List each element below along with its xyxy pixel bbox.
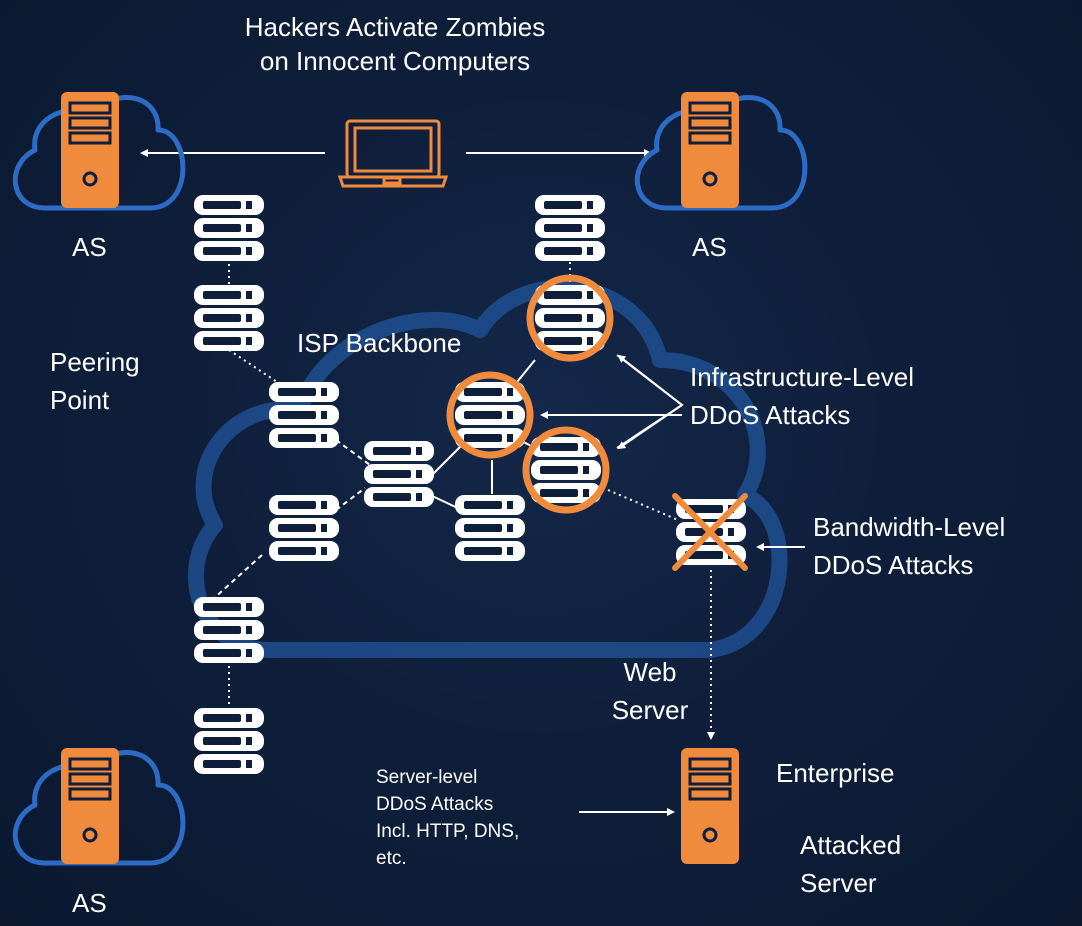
title-line-2: on Innocent Computers (259, 46, 531, 76)
enterprise-label: Enterprise (776, 758, 895, 788)
server-rack-icon (455, 382, 525, 448)
server-level-label: Server-level DDoS Attacks Incl. HTTP, DN… (376, 764, 519, 872)
laptop-icon (337, 119, 449, 188)
infra-bracket (616, 354, 684, 449)
server-rack-icon (269, 382, 339, 448)
bandwidth-level-label: Bandwidth-Level DDoS Attacks (813, 510, 1005, 582)
isp-backbone-label: ISP Backbone (297, 328, 462, 358)
server-rack-icon (194, 597, 264, 663)
server-rack-icon (194, 285, 264, 351)
as-label-top-left: AS (72, 232, 107, 262)
server-rack-icon (531, 437, 601, 503)
arrow-infra-top (617, 354, 683, 406)
link-dashed (335, 439, 371, 466)
attacked-line-2: Server (800, 868, 877, 898)
cloud-server-icon-top-left (12, 90, 186, 211)
bandwidth-line-2: DDoS Attacks (813, 550, 974, 580)
peering-line-1: Peering (50, 347, 140, 377)
server-rack-icon (269, 495, 339, 561)
server-level-line-4: etc. (376, 848, 407, 869)
link-dashed (211, 554, 263, 601)
server-rack-icon (194, 708, 264, 774)
backbone-cloud (187, 279, 788, 658)
enterprise-server-icon (679, 746, 741, 866)
infra-line-2: DDoS Attacks (690, 400, 851, 430)
peering-line-2: Point (50, 385, 110, 415)
server-level-line-2: DDoS Attacks (376, 794, 494, 815)
attacked-server-label: Attacked Server (800, 828, 901, 900)
attacked-line-1: Attacked (800, 830, 902, 860)
attack-ring-top (526, 274, 614, 362)
diagram-title: Hackers Activate Zombies on Innocent Com… (170, 10, 620, 78)
server-rack-icon (194, 195, 264, 261)
arrow-infra-bottom (617, 404, 683, 450)
cloud-server-icon-top-right (634, 90, 808, 211)
link-dotted (607, 489, 679, 521)
title-line-1: Hackers Activate Zombies (244, 12, 546, 42)
attack-ring-lower (522, 426, 610, 514)
web-server-label: Web Server (600, 655, 700, 727)
attack-ring-middle (446, 371, 534, 459)
as-label-bottom-left: AS (72, 888, 107, 918)
link-solid (431, 444, 463, 476)
server-rack-icon (535, 195, 605, 261)
infra-line-1: Infrastructure-Level (690, 362, 914, 392)
bandwidth-line-1: Bandwidth-Level (813, 512, 1006, 542)
server-rack-icon (455, 495, 525, 561)
web-line-2: Server (611, 695, 689, 725)
peering-point-label: Peering Point (50, 345, 140, 417)
infrastructure-level-label: Infrastructure-Level DDoS Attacks (690, 360, 914, 432)
server-level-line-1: Server-level (376, 767, 478, 788)
server-rack-icon (535, 285, 605, 351)
web-line-1: Web (623, 657, 677, 687)
cloud-server-icon-bottom-left (12, 746, 186, 866)
server-rack-icon (364, 441, 434, 507)
link-dashed (335, 487, 366, 511)
x-mark-icon (672, 493, 748, 571)
as-label-top-right: AS (692, 232, 727, 262)
server-level-line-3: Incl. HTTP, DNS, (376, 821, 520, 842)
